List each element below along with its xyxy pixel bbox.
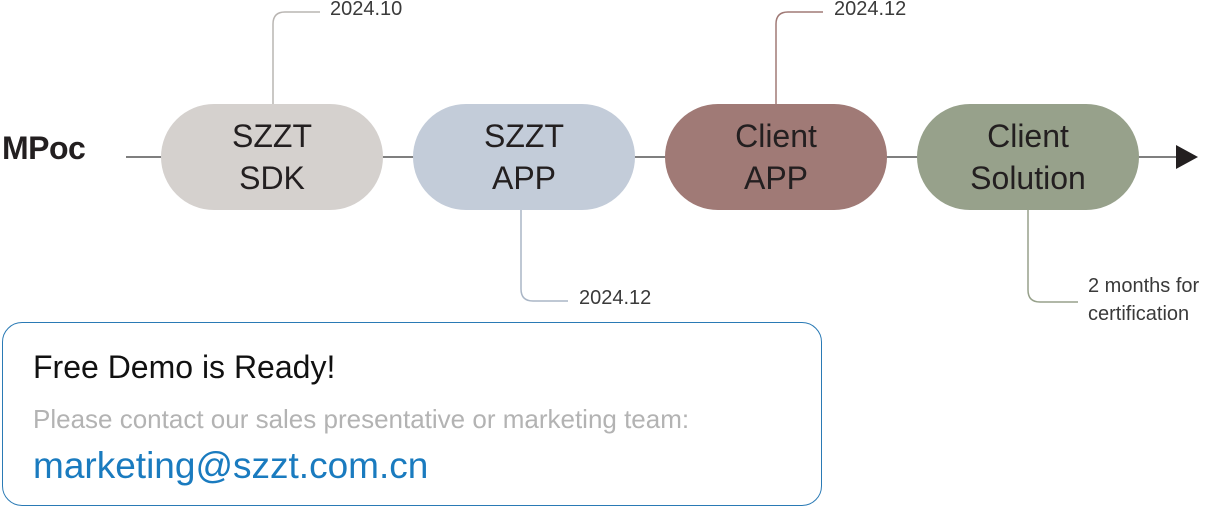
demo-title: Free Demo is Ready! <box>33 349 336 385</box>
stage-label-line: SDK <box>239 160 305 196</box>
demo-description: Please contact our sales presentative or… <box>33 404 690 434</box>
stage-client-app: Client APP <box>665 104 887 210</box>
timeline-start-label: MPoc <box>2 130 86 166</box>
callout-line-szzt-app <box>520 210 568 302</box>
callout-line-sdk <box>272 11 320 104</box>
stage-date-client-app: 2024.12 <box>834 0 907 20</box>
timeline-arrow-head <box>1176 145 1198 169</box>
stage-date-szzt-app: 2024.12 <box>579 287 652 309</box>
stage-label-line: SZZT <box>484 118 564 154</box>
stage-client-solution: Client Solution <box>917 104 1139 210</box>
callout-line-client-app <box>775 11 823 104</box>
stage-label-line: SZZT <box>232 118 312 154</box>
stage-label-line: Client <box>735 118 817 154</box>
note-line: 2 months for <box>1088 275 1200 297</box>
stage-label-line: APP <box>743 160 809 196</box>
stage-label-line: Client <box>987 118 1069 154</box>
stage-date-sdk: 2024.10 <box>330 0 403 20</box>
stage-label-line: APP <box>491 160 557 196</box>
stage-note-client-solution: 2 months for certification <box>1088 272 1199 328</box>
note-line: certification <box>1088 303 1190 325</box>
demo-email-link[interactable]: marketing@szzt.com.cn <box>33 445 429 486</box>
callout-line-client-solution <box>1027 210 1078 303</box>
stage-szzt-app: SZZT APP <box>413 104 635 210</box>
stage-szzt-sdk: SZZT SDK <box>161 104 383 210</box>
free-demo-panel: Free Demo is Ready! Please contact our s… <box>2 322 822 506</box>
stage-label-line: Solution <box>970 160 1086 196</box>
